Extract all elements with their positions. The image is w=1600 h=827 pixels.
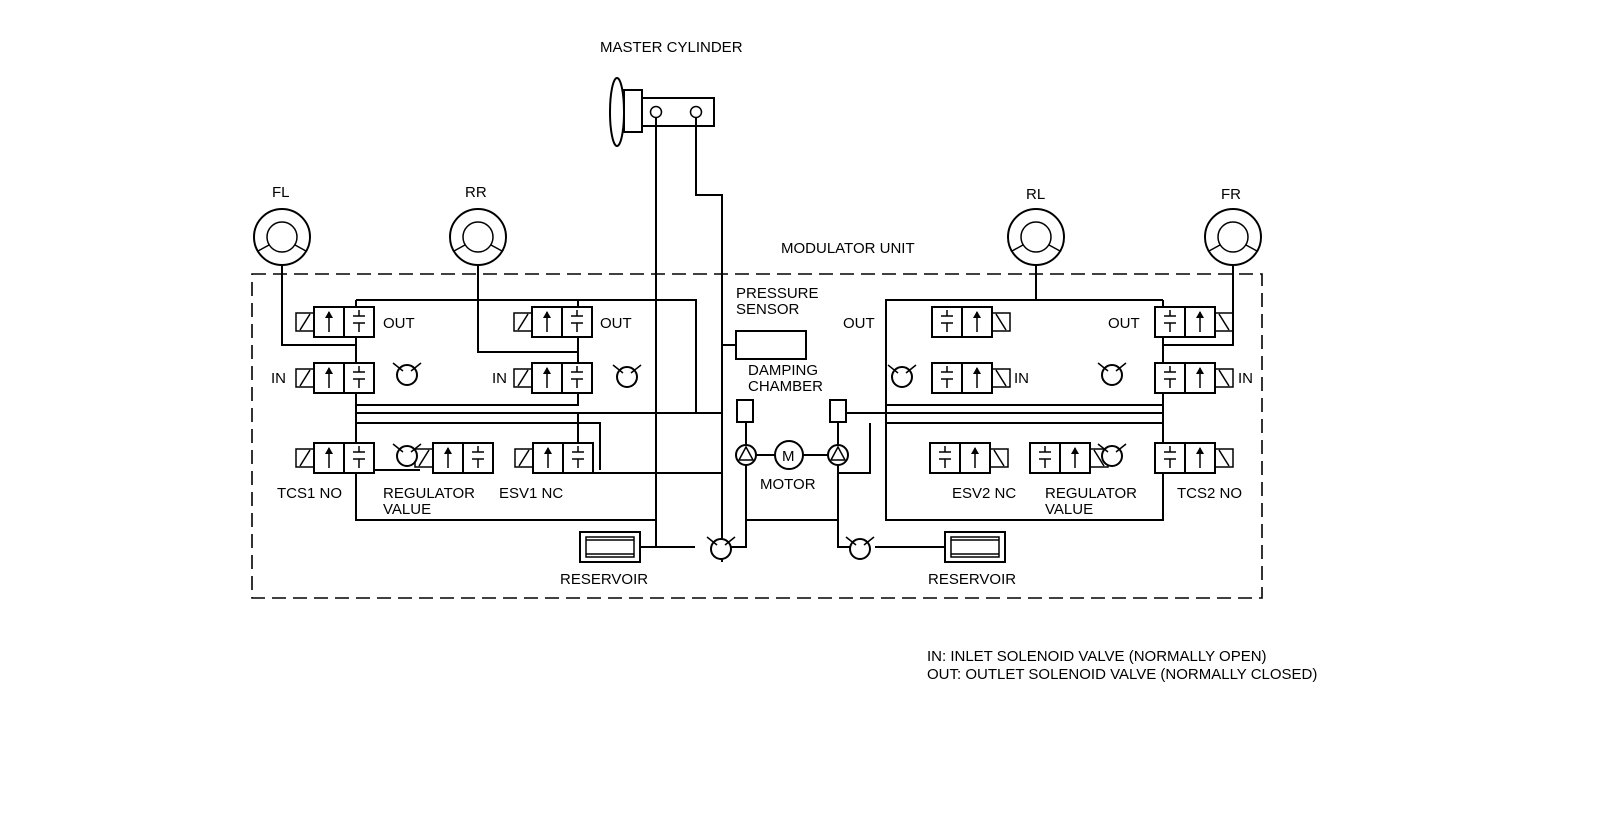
motor-symbol: M [782,448,795,465]
motor-label: MOTOR [760,476,816,493]
legend-in: IN: INLET SOLENOID VALVE (NORMALLY OPEN) [927,648,1267,665]
pressure-sensor-label-1: PRESSURE [736,285,819,302]
out-label-fl: OUT [383,315,415,332]
tcs2-label: TCS2 NO [1177,485,1242,502]
motor [774,440,804,470]
wheel-rl-label: RL [1026,186,1045,203]
reservoir-right-label: RESERVOIR [928,571,1016,588]
reservoir-right [944,531,1006,563]
legend-out: OUT: OUTLET SOLENOID VALVE (NORMALLY CLO… [927,666,1317,683]
damping-chamber-right [829,399,847,423]
in-label-fl: IN [271,370,286,387]
modulator-unit-label: MODULATOR UNIT [781,240,915,257]
wheel-fl-label: FL [272,184,290,201]
pump-right [827,444,849,466]
out-label-rl: OUT [843,315,875,332]
esv2-label: ESV2 NC [952,485,1016,502]
reservoir-left [579,531,641,563]
damping-chamber-label-1: DAMPING [748,362,818,379]
reservoir-left-label: RESERVOIR [560,571,648,588]
wheel-fr [1204,208,1262,266]
out-label-rr: OUT [600,315,632,332]
regulator-left-label-2: VALUE [383,501,431,518]
wheel-rr [449,208,507,266]
pressure-sensor-label-2: SENSOR [736,301,800,318]
regulator-left-label-1: REGULATOR [383,485,475,502]
in-label-fr: IN [1238,370,1253,387]
wheel-fl [253,208,311,266]
regulator-right-label-1: REGULATOR [1045,485,1137,502]
damping-chamber-left [736,399,754,423]
in-label-rl: IN [1014,370,1029,387]
out-label-fr: OUT [1108,315,1140,332]
pump-left [735,444,757,466]
modulator-unit-boundary [251,273,1263,599]
in-label-rr: IN [492,370,507,387]
wheel-rr-label: RR [465,184,487,201]
master-cylinder-label: MASTER CYLINDER [600,39,743,56]
pressure-sensor [735,330,807,360]
wheel-fr-label: FR [1221,186,1241,203]
esv1-label: ESV1 NC [499,485,563,502]
damping-chamber-label-2: CHAMBER [748,378,823,395]
regulator-right-label-2: VALUE [1045,501,1093,518]
master-cylinder [609,77,715,147]
wheel-rl [1007,208,1065,266]
hydraulic-lines [281,117,1234,562]
tcs1-label: TCS1 NO [277,485,342,502]
